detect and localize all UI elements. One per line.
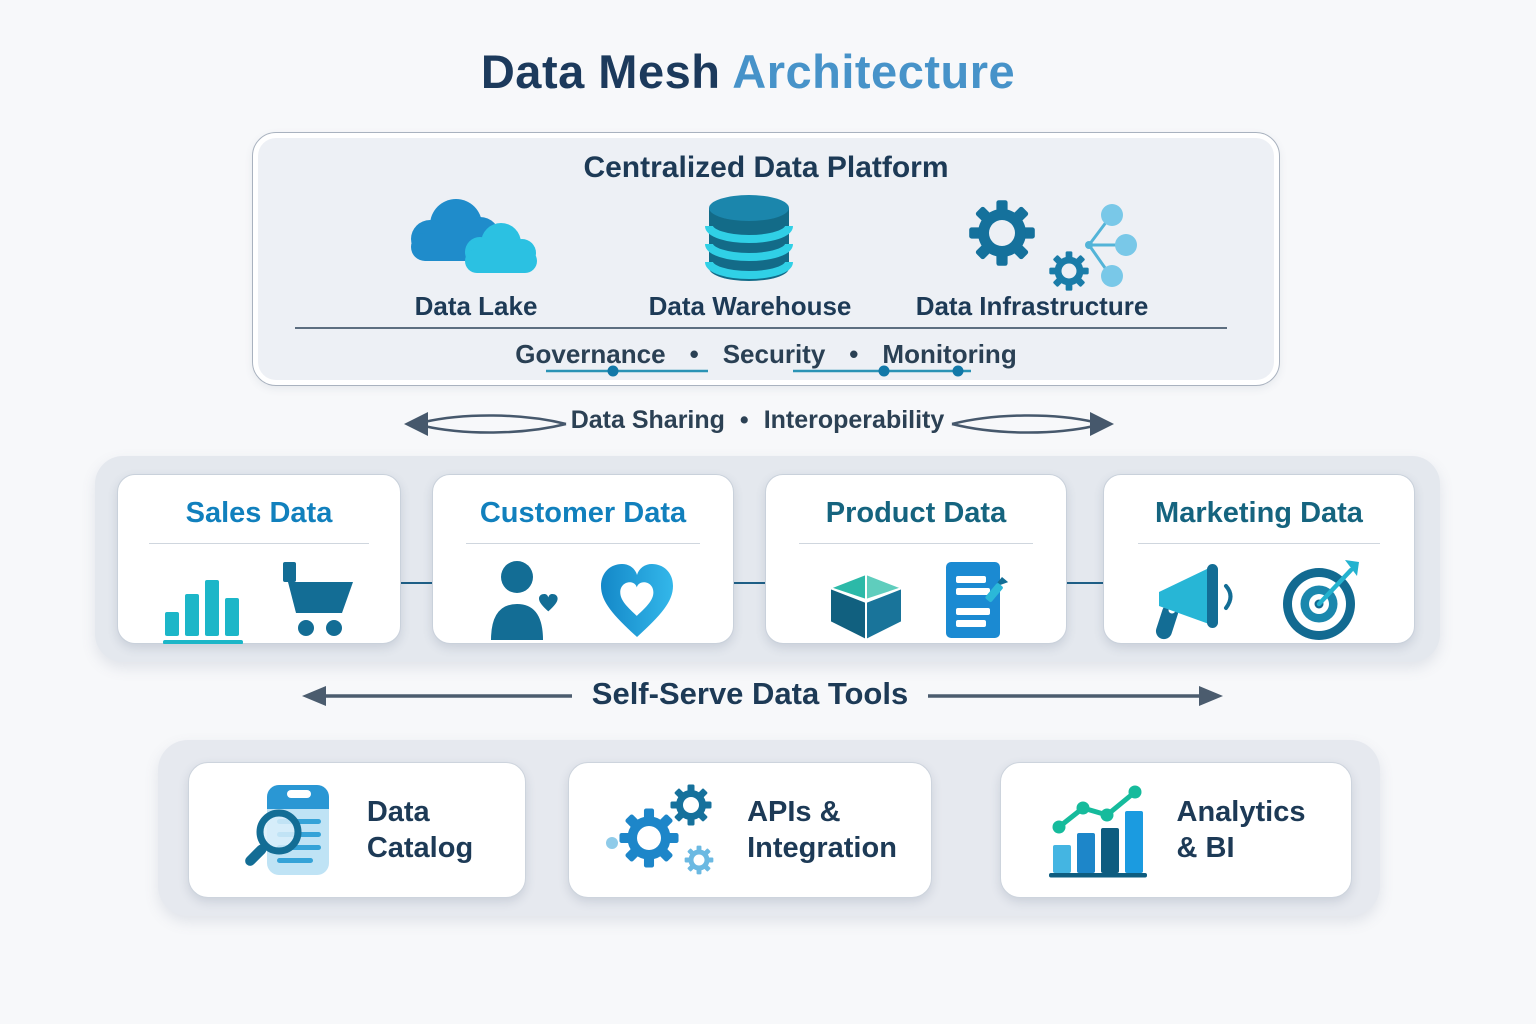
open-box-icon — [829, 573, 903, 641]
curved-arrow-left-icon — [404, 412, 567, 436]
tool-card-analytics-bi: Analytics & BI — [1000, 762, 1352, 898]
domain-card-title: Sales Data — [185, 497, 333, 529]
tool-label-line1: Data — [366, 795, 430, 828]
tool-label-line1: APIs & — [747, 795, 841, 828]
domain-card-sales-data: Sales Data — [117, 474, 401, 644]
domain-card-title: Marketing Data — [1155, 497, 1363, 529]
tool-label-line1: Analytics — [1176, 795, 1306, 828]
straight-arrow-left-icon — [302, 686, 572, 706]
curved-arrow-right-icon — [951, 412, 1114, 436]
person-heart-icon — [491, 561, 558, 640]
bar-chart-icon — [163, 580, 243, 644]
domain-card-product-data: Product Data — [765, 474, 1067, 644]
platform-divider — [295, 327, 1227, 329]
page-title-main: Data Mesh — [480, 45, 721, 98]
gears-icon — [606, 784, 714, 875]
platform-footer: Governance • Security • Monitoring — [253, 339, 1279, 370]
target-icon — [1283, 560, 1359, 640]
domain-card-title: Customer Data — [479, 497, 687, 529]
domain-card-title: Product Data — [825, 497, 1007, 529]
page-title: Data Mesh Architecture — [0, 44, 1496, 99]
centralized-platform-panel: Centralized Data Platform — [252, 132, 1280, 386]
selfserve-tools-strip: Data Catalog APIs & Integration — [158, 740, 1380, 916]
label-data-warehouse: Data Warehouse — [648, 291, 852, 321]
analytics-chart-icon — [1048, 785, 1147, 878]
tool-label-line2: & BI — [1176, 832, 1235, 864]
tool-card-apis-integration: APIs & Integration — [568, 762, 932, 898]
sharing-band-label: Data Sharing • Interoperability — [570, 406, 945, 435]
footer-monitoring: Monitoring — [882, 339, 1017, 369]
tool-label-line2: Catalog — [366, 832, 474, 864]
tool-label: Analytics & BI — [1177, 794, 1306, 867]
platform-connector-line — [546, 365, 971, 377]
shopping-cart-icon — [283, 562, 353, 636]
sharing-label-left: Data Sharing — [570, 406, 725, 434]
straight-arrow-right-icon — [928, 686, 1223, 706]
platform-title: Centralized Data Platform — [583, 151, 949, 184]
sharing-separator: • — [739, 406, 749, 434]
card-divider — [799, 543, 1033, 544]
label-data-infrastructure: Data Infrastructure — [915, 291, 1149, 321]
heart-icon — [601, 564, 673, 637]
megaphone-icon — [1155, 564, 1233, 640]
gears-network-icon — [969, 200, 1137, 291]
database-icon — [705, 195, 793, 281]
card-divider — [1138, 543, 1380, 544]
card-divider — [466, 543, 700, 544]
tool-label-line2: Integration — [747, 832, 897, 864]
sharing-label-right: Interoperability — [763, 406, 945, 434]
domain-card-marketing-data: Marketing Data — [1103, 474, 1415, 644]
domain-card-customer-data: Customer Data — [432, 474, 734, 644]
footer-separator: • — [689, 339, 699, 369]
footer-security: Security — [722, 339, 826, 369]
tool-card-data-catalog: Data Catalog — [188, 762, 526, 898]
label-data-lake: Data Lake — [414, 291, 538, 321]
cloud-icon — [411, 199, 537, 273]
document-edit-icon — [946, 562, 1009, 638]
selfserve-band-label: Self-Serve Data Tools — [591, 676, 909, 711]
footer-separator: • — [849, 339, 859, 369]
card-divider — [149, 543, 369, 544]
data-catalog-icon — [244, 785, 329, 875]
footer-governance: Governance — [515, 339, 666, 369]
tool-label: APIs & Integration — [747, 794, 897, 867]
data-domains-strip: Sales Data — [95, 456, 1440, 662]
page-title-accent: Architecture — [732, 45, 1016, 98]
tool-label: Data Catalog — [367, 794, 473, 867]
